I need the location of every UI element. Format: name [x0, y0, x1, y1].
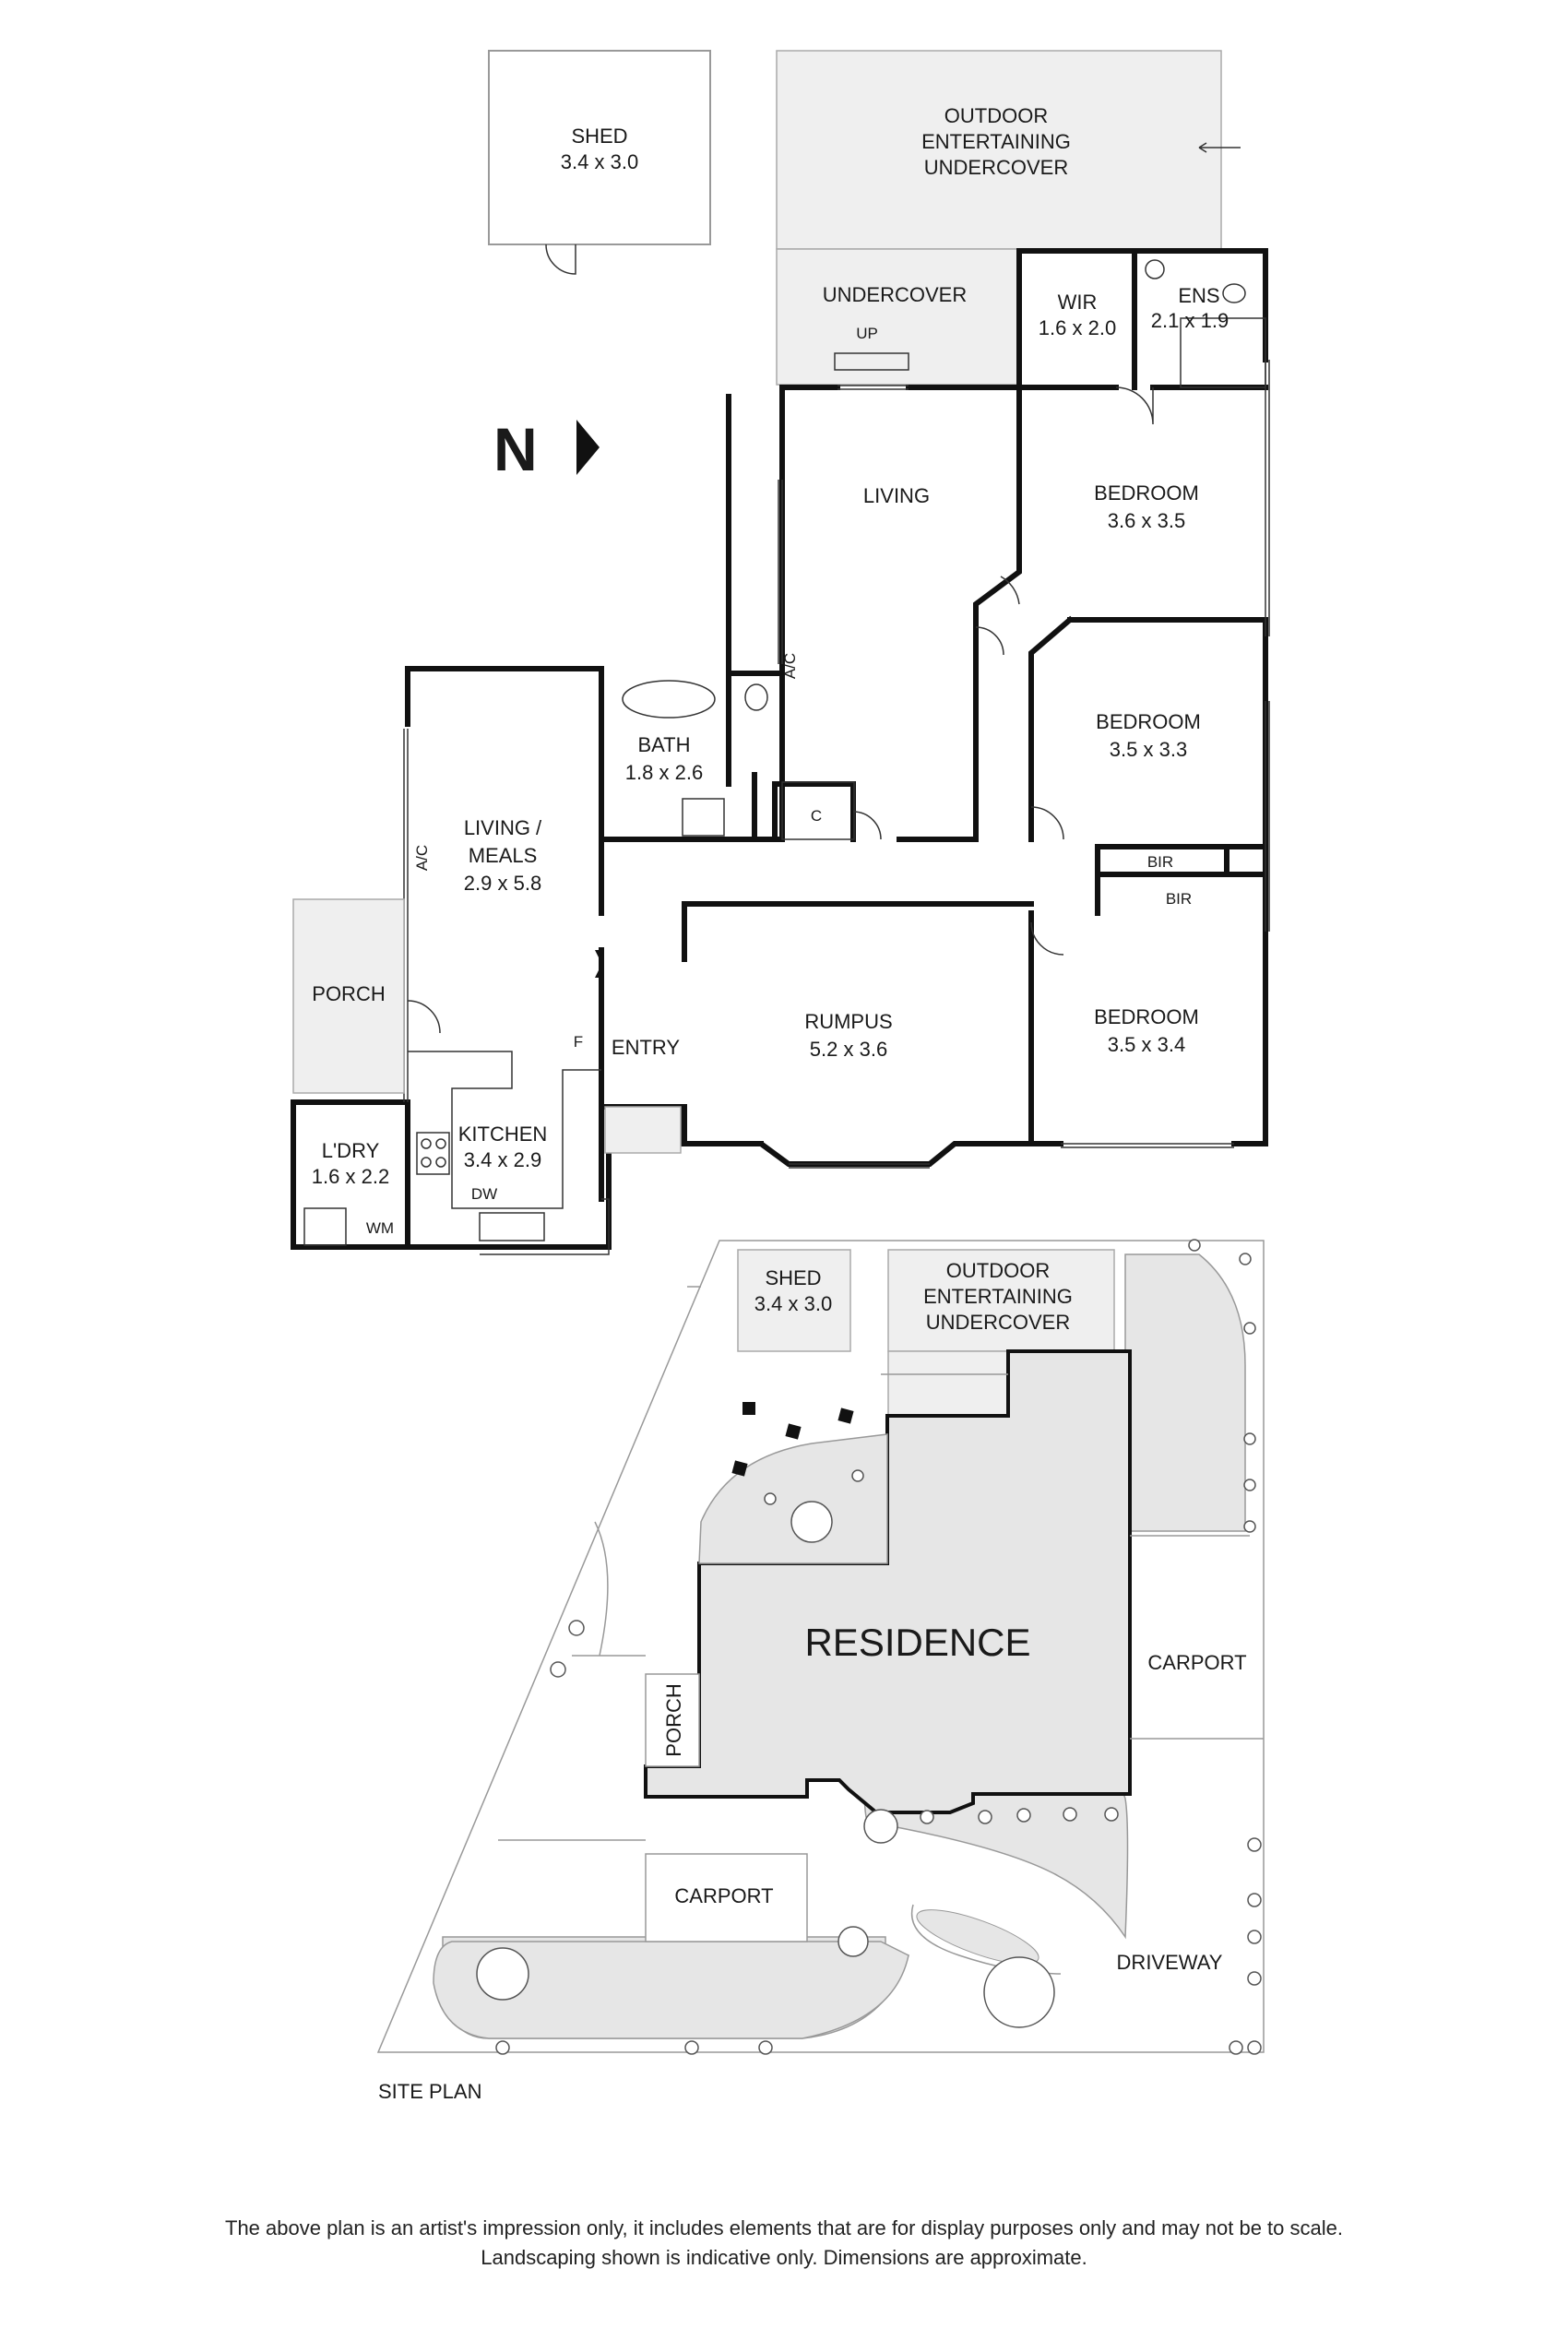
site-shed-dims: 3.4 x 3.0	[754, 1292, 832, 1315]
bedroom1-name: BEDROOM	[1094, 481, 1199, 505]
disclaimer-line2: Landscaping shown is indicative only. Di…	[481, 2246, 1087, 2269]
porch-area	[292, 898, 405, 1094]
laundry-dims: 1.6 x 2.2	[312, 1165, 389, 1188]
undercover-area	[776, 248, 1020, 386]
rumpus-name: RUMPUS	[804, 1010, 892, 1033]
compass-north-label: N	[493, 415, 538, 483]
living-name: LIVING	[863, 484, 930, 507]
site-plan: SHED 3.4 x 3.0 OUTDOOR ENTERTAINING UNDE…	[376, 1239, 1265, 2103]
site-porch-label: PORCH	[662, 1683, 685, 1756]
disclaimer-line1: The above plan is an artist's impression…	[225, 2216, 1343, 2239]
site-carport-bottom: CARPORT	[674, 1884, 773, 1907]
kitchen-dims: 3.4 x 2.9	[464, 1148, 541, 1171]
shed-name: SHED	[571, 125, 627, 148]
entry-label: ENTRY	[612, 1036, 680, 1059]
undercover-up: UP	[856, 325, 878, 342]
ac-label-2: A/C	[413, 845, 431, 871]
outdoor-line1: OUTDOOR	[944, 104, 1048, 127]
house-footprint	[408, 251, 1265, 1247]
shed-outline	[488, 50, 711, 245]
fridge-label: F	[574, 1033, 583, 1051]
bir1-label: BIR	[1147, 853, 1173, 871]
entry-step	[604, 1106, 682, 1154]
site-outdoor-line2: ENTERTAINING	[923, 1285, 1073, 1308]
floor-plan-drawing: N SHED 3.4 x 3.0 OUTDOOR ENTERTAINING UN…	[291, 50, 1270, 2103]
ens-dims: 2.1 x 1.9	[1151, 309, 1229, 332]
disclaimer: The above plan is an artist's impression…	[0, 2214, 1568, 2273]
site-carport-right: CARPORT	[1147, 1651, 1246, 1674]
windows	[403, 360, 1270, 1169]
washing-machine-label: WM	[366, 1219, 394, 1237]
laundry-name: L'DRY	[322, 1139, 380, 1162]
outdoor-entertaining-area	[776, 50, 1222, 250]
bir2-label: BIR	[1166, 890, 1192, 908]
kitchen-name: KITCHEN	[458, 1123, 548, 1146]
site-outdoor-line3: UNDERCOVER	[926, 1311, 1070, 1334]
site-shed-name: SHED	[765, 1266, 821, 1289]
undercover-name: UNDERCOVER	[823, 283, 967, 306]
site-plan-title: SITE PLAN	[378, 2080, 481, 2103]
site-outdoor-line1: OUTDOOR	[946, 1259, 1050, 1282]
tree-icons	[476, 1239, 1262, 2055]
bedroom3-name: BEDROOM	[1094, 1005, 1199, 1028]
outdoor-line3: UNDERCOVER	[924, 156, 1068, 179]
bedroom2-name: BEDROOM	[1096, 710, 1201, 733]
site-driveway: DRIVEWAY	[1117, 1951, 1223, 1974]
bedroom3-dims: 3.5 x 3.4	[1108, 1033, 1185, 1056]
north-arrow-icon	[576, 420, 600, 475]
bedroom2-dims: 3.5 x 3.3	[1110, 738, 1187, 761]
dishwasher-label: DW	[471, 1185, 497, 1203]
porch-label: PORCH	[312, 982, 385, 1005]
shed-dims: 3.4 x 3.0	[561, 150, 638, 173]
cupboard-label: C	[811, 807, 822, 825]
bath-dims: 1.8 x 2.6	[625, 761, 703, 784]
bath-name: BATH	[637, 733, 690, 756]
outdoor-line2: ENTERTAINING	[921, 130, 1071, 153]
ens-name: ENS	[1178, 284, 1219, 307]
living-meals-line1: LIVING /	[464, 816, 542, 839]
wir-name: WIR	[1058, 291, 1098, 314]
residence-label: RESIDENCE	[804, 1621, 1030, 1664]
living-meals-dims: 2.9 x 5.8	[464, 872, 541, 895]
wir-dims: 1.6 x 2.0	[1039, 316, 1116, 339]
rumpus-dims: 5.2 x 3.6	[810, 1038, 887, 1061]
bedroom1-dims: 3.6 x 3.5	[1108, 509, 1185, 532]
living-meals-line2: MEALS	[469, 844, 538, 867]
ac-label-1: A/C	[781, 653, 799, 679]
